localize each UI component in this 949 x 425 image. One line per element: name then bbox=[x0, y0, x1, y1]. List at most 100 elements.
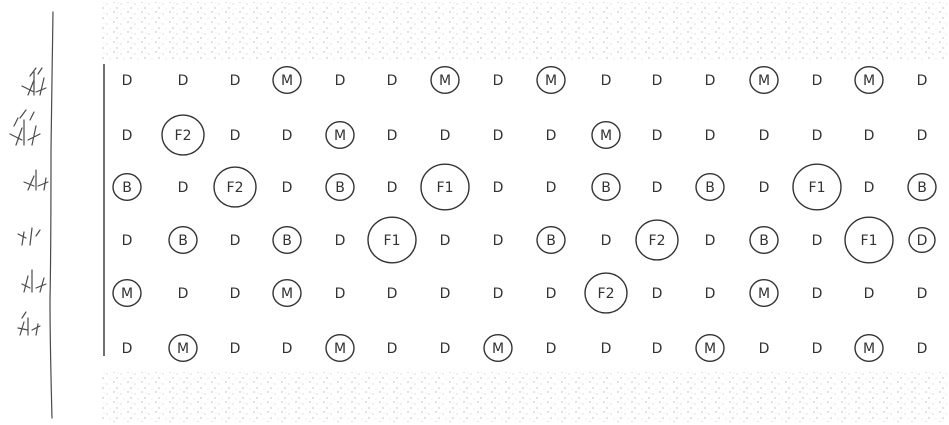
plant-label: D bbox=[601, 341, 612, 357]
grid-cell: M bbox=[592, 122, 620, 149]
grid-cell: D bbox=[493, 233, 504, 249]
plant-label: F2 bbox=[175, 128, 192, 144]
plant-label: B bbox=[335, 180, 345, 196]
plant-label: D bbox=[812, 286, 823, 302]
grid-cell: M bbox=[750, 67, 778, 94]
shrub-icon bbox=[18, 228, 40, 245]
grid-row: DF2DDMDDDDMDDDDDD bbox=[122, 115, 928, 155]
plant-label: D bbox=[440, 128, 451, 144]
plant-label: D bbox=[601, 233, 612, 249]
plant-label: D bbox=[917, 128, 928, 144]
grid-cell: D bbox=[917, 286, 928, 302]
grid-cell: D bbox=[230, 286, 241, 302]
grid-cell: D bbox=[387, 286, 398, 302]
grid-cell: F2 bbox=[214, 167, 256, 207]
grid-cell: B bbox=[169, 227, 197, 254]
grid-cell: D bbox=[122, 73, 133, 89]
grid-cell: D bbox=[230, 341, 241, 357]
grid-cell: M bbox=[326, 335, 354, 362]
plant-label: D bbox=[178, 286, 189, 302]
grid-cell: D bbox=[387, 180, 398, 196]
grid-cell: D bbox=[652, 286, 663, 302]
shrub-icon bbox=[24, 170, 48, 190]
plant-label: M bbox=[281, 286, 293, 302]
grid-cell: D bbox=[812, 286, 823, 302]
plant-label: M bbox=[334, 341, 346, 357]
plant-label: M bbox=[863, 73, 875, 89]
plant-label: D bbox=[812, 233, 823, 249]
plant-label: D bbox=[759, 341, 770, 357]
plant-label: D bbox=[493, 233, 504, 249]
grid-cell: D bbox=[546, 341, 557, 357]
grid-cell: M bbox=[696, 335, 724, 362]
grid-cell: M bbox=[113, 280, 141, 307]
plant-label: D bbox=[812, 73, 823, 89]
plant-label: B bbox=[759, 233, 769, 249]
plant-label: M bbox=[177, 341, 189, 357]
grid-cell: D bbox=[440, 233, 451, 249]
plant-label: D bbox=[917, 286, 928, 302]
grid-cell: D bbox=[705, 233, 716, 249]
grid-cell: M bbox=[855, 335, 883, 362]
grid-cell: B bbox=[592, 174, 620, 201]
grid-cell: M bbox=[484, 335, 512, 362]
plant-label: D bbox=[705, 73, 716, 89]
plant-label: D bbox=[652, 180, 663, 196]
grid-cell: D bbox=[387, 128, 398, 144]
plant-label: D bbox=[493, 286, 504, 302]
plant-label: F1 bbox=[384, 233, 401, 249]
grid-cell: F1 bbox=[845, 217, 893, 263]
grid-cell: M bbox=[326, 122, 354, 149]
grid-cell: D bbox=[493, 180, 504, 196]
plant-label: D bbox=[917, 233, 928, 249]
plant-label: D bbox=[178, 180, 189, 196]
plant-label: D bbox=[493, 128, 504, 144]
plant-label: D bbox=[440, 286, 451, 302]
grid-cell: B bbox=[696, 174, 724, 201]
grid-cell: D bbox=[864, 180, 875, 196]
plant-label: B bbox=[917, 180, 927, 196]
plant-label: B bbox=[122, 180, 132, 196]
grid-cell: D bbox=[493, 128, 504, 144]
plant-label: D bbox=[230, 233, 241, 249]
plant-label: M bbox=[492, 341, 504, 357]
grid-cell: F1 bbox=[421, 164, 469, 210]
plant-label: D bbox=[705, 128, 716, 144]
plant-label: M bbox=[439, 73, 451, 89]
plant-label: B bbox=[546, 233, 556, 249]
grid-cell: D bbox=[864, 128, 875, 144]
plant-label: D bbox=[230, 128, 241, 144]
plant-label: D bbox=[335, 286, 346, 302]
plant-label: M bbox=[545, 73, 557, 89]
grid-cell: D bbox=[335, 73, 346, 89]
grid-cell: D bbox=[230, 233, 241, 249]
grid-cell: D bbox=[759, 180, 770, 196]
grid-cell: D bbox=[335, 286, 346, 302]
grid-cell: M bbox=[273, 67, 301, 94]
grid-row: DDDMDDMDMDDDMDMD bbox=[122, 67, 928, 94]
grid-cell: B bbox=[273, 227, 301, 254]
grid-cell: D bbox=[440, 286, 451, 302]
grid-cell: D bbox=[546, 286, 557, 302]
shrub-icon bbox=[18, 312, 40, 335]
grid-cell: D bbox=[122, 128, 133, 144]
grid-cell: M bbox=[431, 67, 459, 94]
plant-label: D bbox=[387, 286, 398, 302]
grid-cell: D bbox=[917, 73, 928, 89]
plant-label: D bbox=[387, 128, 398, 144]
elevation-profile bbox=[10, 12, 53, 418]
plant-label: F2 bbox=[598, 286, 615, 302]
plant-label: D bbox=[759, 180, 770, 196]
grid-cell: M bbox=[537, 67, 565, 94]
plant-label: M bbox=[600, 128, 612, 144]
shrub-icon bbox=[22, 68, 46, 95]
plant-label: D bbox=[601, 73, 612, 89]
plant-label: D bbox=[387, 180, 398, 196]
bottom-stipple-band bbox=[102, 372, 947, 422]
plant-label: D bbox=[282, 180, 293, 196]
grid-cell: D bbox=[122, 233, 133, 249]
plant-label: D bbox=[652, 128, 663, 144]
